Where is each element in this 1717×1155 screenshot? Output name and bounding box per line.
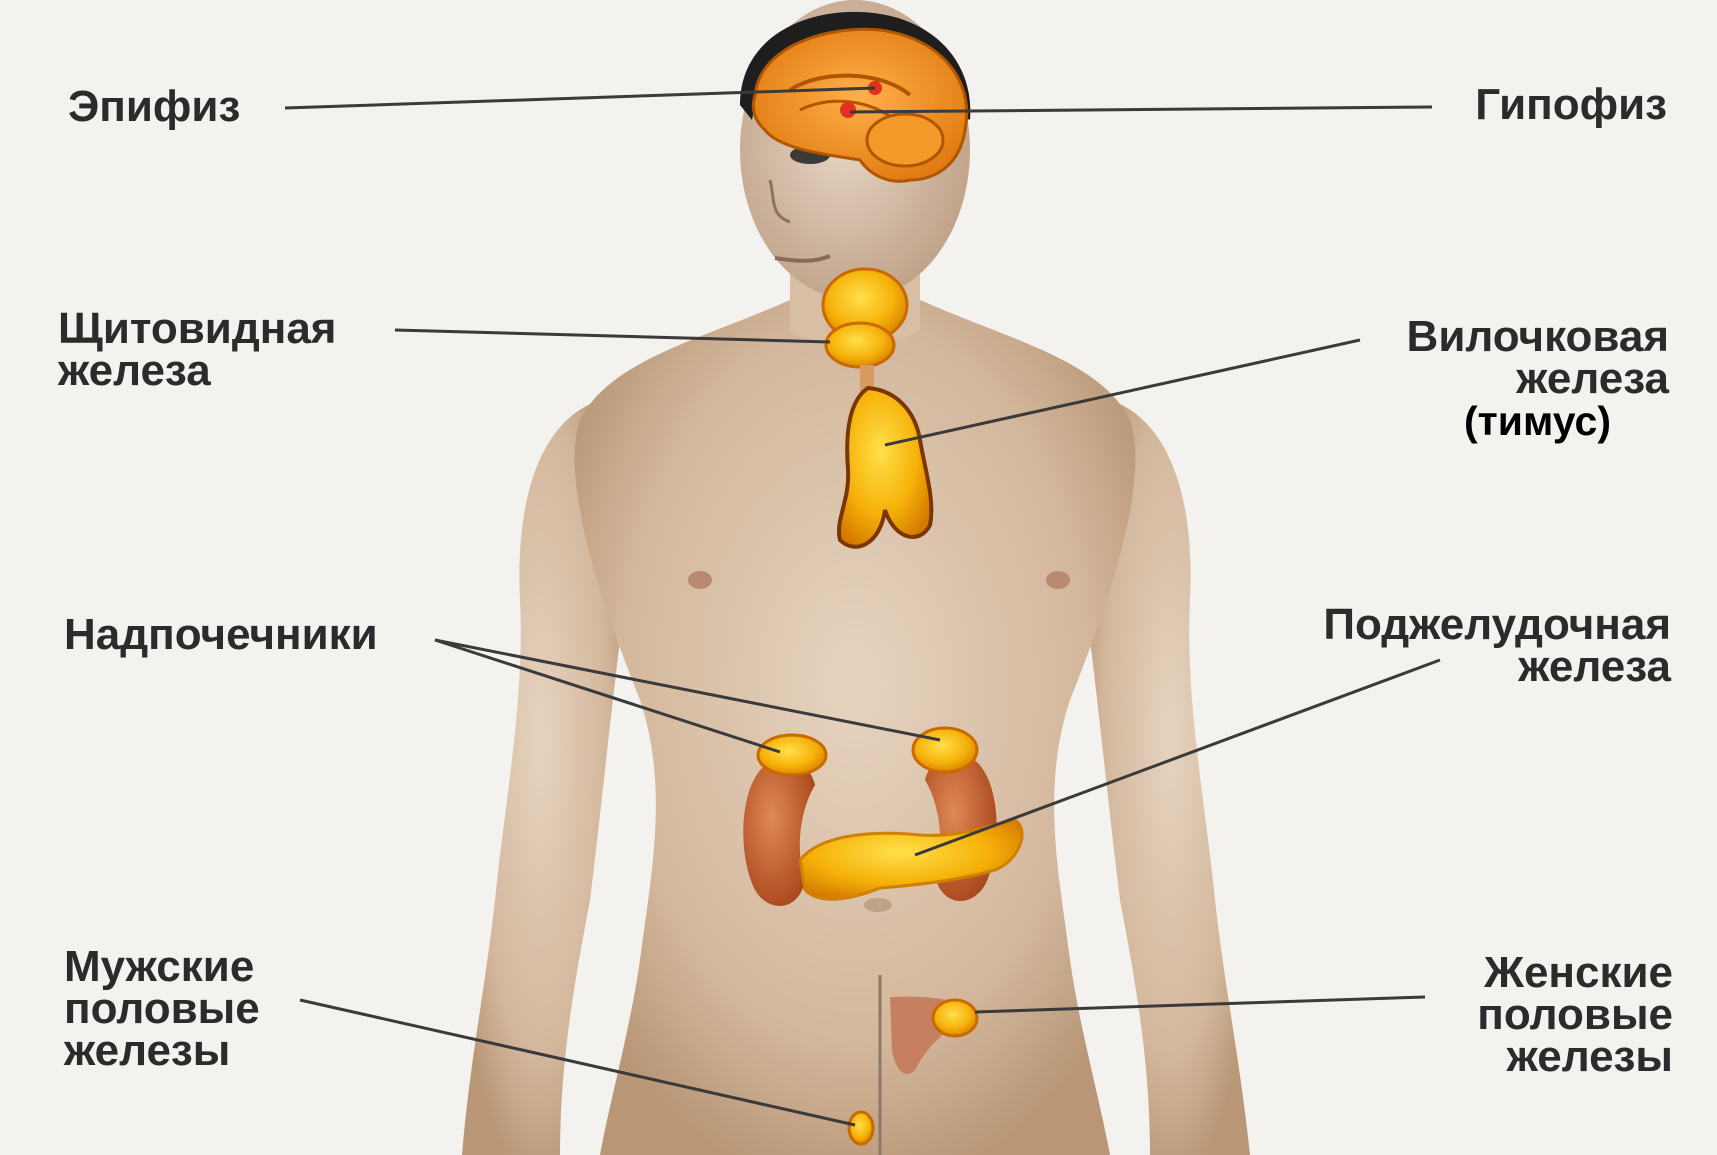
label-male-gonads-line3: железы — [64, 1030, 260, 1072]
label-hypophysis: Гипофиз — [1475, 84, 1667, 126]
nipple-right — [1046, 571, 1070, 589]
label-male-gonads-line1: Мужские — [64, 946, 260, 988]
pituitary — [840, 102, 856, 118]
label-thyroid: Щитовидная железа — [58, 308, 336, 392]
label-thyroid-line2: железа — [58, 350, 336, 392]
adrenal-left — [758, 735, 826, 775]
label-female-gonads-line1: Женские — [1477, 952, 1673, 994]
label-adrenals: Надпочечники — [64, 614, 378, 656]
male-gonads — [849, 1112, 873, 1144]
label-male-gonads-line2: половые — [64, 988, 260, 1030]
label-hypophysis-text: Гипофиз — [1475, 84, 1667, 126]
label-female-gonads: Женские половые железы — [1477, 952, 1673, 1078]
label-adrenals-text: Надпочечники — [64, 614, 378, 656]
label-epiphysis-text: Эпифиз — [68, 86, 240, 128]
label-pancreas-line1: Поджелудочная — [1323, 604, 1671, 646]
nipple-left — [688, 571, 712, 589]
adrenal-right — [913, 728, 977, 772]
label-pancreas: Поджелудочная железа — [1323, 604, 1671, 688]
label-pancreas-line2: железа — [1323, 646, 1671, 688]
label-thymus: Вилочковая железа (тимус) — [1407, 316, 1669, 442]
label-female-gonads-line3: железы — [1477, 1036, 1673, 1078]
label-thymus-line1: Вилочковая — [1407, 316, 1669, 358]
label-thyroid-line1: Щитовидная — [58, 308, 336, 350]
label-male-gonads: Мужские половые железы — [64, 946, 260, 1072]
label-epiphysis: Эпифиз — [68, 86, 240, 128]
label-thymus-line2: железа — [1407, 358, 1669, 400]
label-female-gonads-line2: половые — [1477, 994, 1673, 1036]
label-thymus-line3: (тимус) — [1407, 400, 1669, 442]
cerebellum — [867, 114, 943, 166]
human-body — [462, 0, 1250, 1155]
navel — [864, 898, 892, 912]
